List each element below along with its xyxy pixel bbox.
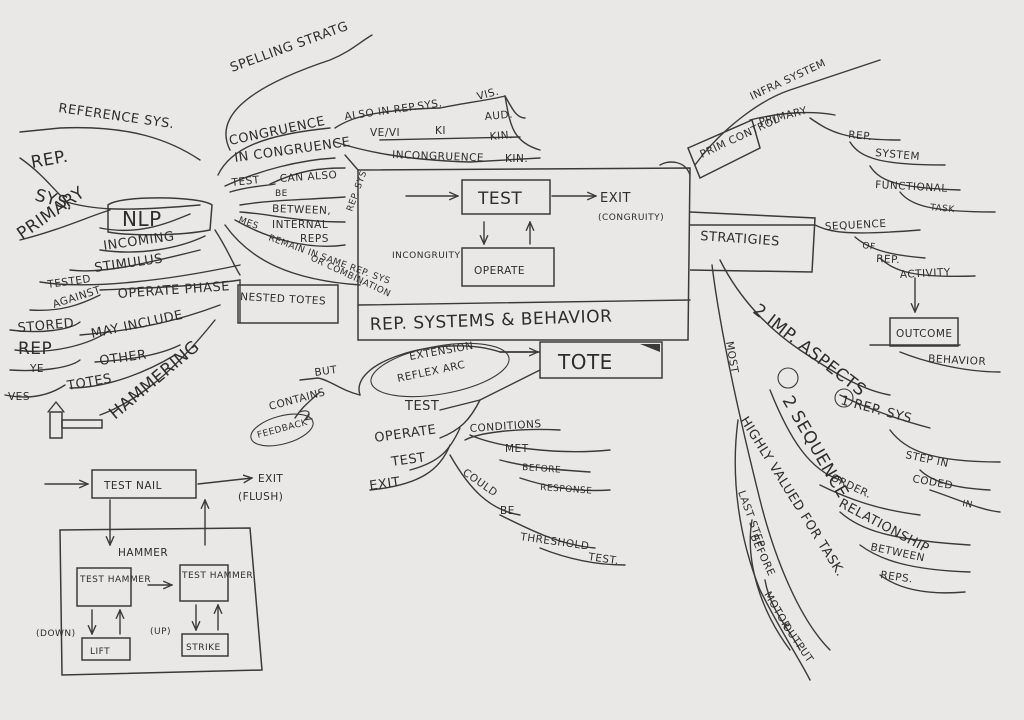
ye-label: YE [29, 363, 44, 375]
highly-valued-label: HIGHLY VALUED FOR TASK. [737, 414, 848, 579]
incongruity-label: INCONGRUITY [392, 251, 460, 261]
mes-label: MES [237, 215, 260, 231]
test-hammer-label: TEST HAMMER [79, 575, 151, 585]
may-include-label: MAY INCLUDE [90, 308, 185, 342]
infra-system-label: INFRA SYSTEM [748, 57, 828, 103]
be-tote-label: BE [500, 505, 515, 517]
test-hammer-box [77, 568, 131, 606]
reps-right-label: REPS. [880, 569, 914, 585]
task-label: TASK [929, 203, 956, 215]
stored-label: STORED [17, 316, 75, 336]
rep-label: REP. [29, 147, 69, 173]
test-center-label: TEST [477, 189, 522, 209]
test-3-label: TEST. [587, 551, 620, 567]
but-label: BUT [314, 364, 338, 379]
response-label: RESPONSE [540, 483, 593, 497]
rep-activity-label: REP. [876, 253, 901, 266]
strike-label: STRIKE [186, 643, 221, 653]
extension-label: EXTENSION [408, 340, 474, 363]
kin-label: KIN. [489, 129, 513, 143]
hammer-label: HAMMER [118, 547, 168, 559]
sequence-label: SEQUENCE [825, 218, 887, 233]
outcome-label: OUTCOME [896, 328, 953, 340]
behavior-label: BEHAVIOR [928, 353, 987, 368]
ve-vi-label: VE/VI [370, 127, 400, 139]
primary-right-label: PRIMARY [758, 104, 809, 128]
of-label: OF [862, 241, 877, 253]
nested-totes-label: NESTED TOTES [240, 291, 327, 307]
imp-aspects-label: 2 IMP. ASPECTS [749, 300, 870, 401]
rep-stored-label: REP [18, 339, 52, 359]
between-label: BETWEEN, [272, 203, 331, 217]
rep-right-label: REP. [848, 129, 873, 143]
ki-label: KI [435, 125, 446, 137]
test-nail-label: TEST NAIL [103, 480, 162, 492]
can-also-label: CAN ALSO [279, 169, 337, 185]
stimulus-label: STIMULUS [93, 251, 164, 275]
exit-hammer-label: EXIT [258, 473, 283, 485]
congruity-label: (CONGRUITY) [598, 213, 664, 223]
rep-sys-right-label: 1 REP. SYS [839, 393, 914, 426]
rep-systems-behavior-label: REP. SYSTEMS & BEHAVIOR [369, 307, 612, 335]
tote-label: TOTE [557, 350, 613, 374]
strategies-label: STRATIGIES [700, 229, 781, 250]
other-label: OTHER [98, 347, 147, 368]
step-in-label: STEP IN [904, 449, 949, 470]
flush-label: (FLUSH) [238, 491, 283, 503]
met-label: MET [505, 443, 529, 455]
in-label: IN [961, 499, 973, 511]
most-label: MOST [723, 340, 740, 374]
exit-tote-label: EXIT [368, 475, 401, 494]
internal-label: INTERNAL [272, 219, 328, 231]
circle-two-mark [778, 368, 798, 388]
kin-2-label: KIN. [505, 153, 528, 165]
lift-label: LIFT [90, 647, 110, 657]
threshold-label: THRESHOLD [519, 531, 590, 553]
operate-tote-label: OPERATE [373, 422, 437, 446]
reflex-arc-label: REFLEX ARC [396, 359, 466, 385]
reps-label: REPS [300, 233, 329, 245]
down-label: (DOWN) [36, 629, 76, 639]
conditions-label: CONDITIONS [469, 418, 542, 435]
also-in-rep-label: ALSO IN REP.SYS. [344, 97, 443, 123]
operate-center-label: OPERATE [474, 265, 525, 277]
hammer-icon [48, 402, 102, 438]
ves-label: VES [8, 391, 30, 403]
be-label: BE [275, 189, 288, 199]
spelling-strategy-label: SPELLING STRATG [228, 19, 350, 76]
incongruence-label: INCONGRUENCE [392, 149, 484, 164]
vis-label: VIS. [476, 86, 501, 103]
contains-label: CONTAINS [268, 386, 327, 413]
nlp-label: NLP [122, 207, 162, 231]
tote-corner-mark [640, 344, 660, 352]
test-hammer-2-label: TEST HAMMER [181, 571, 253, 581]
before-label: BEFORE [522, 463, 562, 476]
up-label: (UP) [150, 627, 171, 637]
exit-center-label: EXIT [600, 191, 631, 206]
totes-label: TOTES [65, 371, 113, 394]
activity-label: ACTIVITY [900, 266, 952, 281]
aud-label: AUD. [484, 109, 513, 123]
test-tote-label: TEST [404, 399, 439, 414]
coded-label: CODED [911, 473, 953, 492]
before-right-label: BEFORE [747, 532, 777, 578]
functional-label: FUNCTIONAL [875, 179, 948, 195]
